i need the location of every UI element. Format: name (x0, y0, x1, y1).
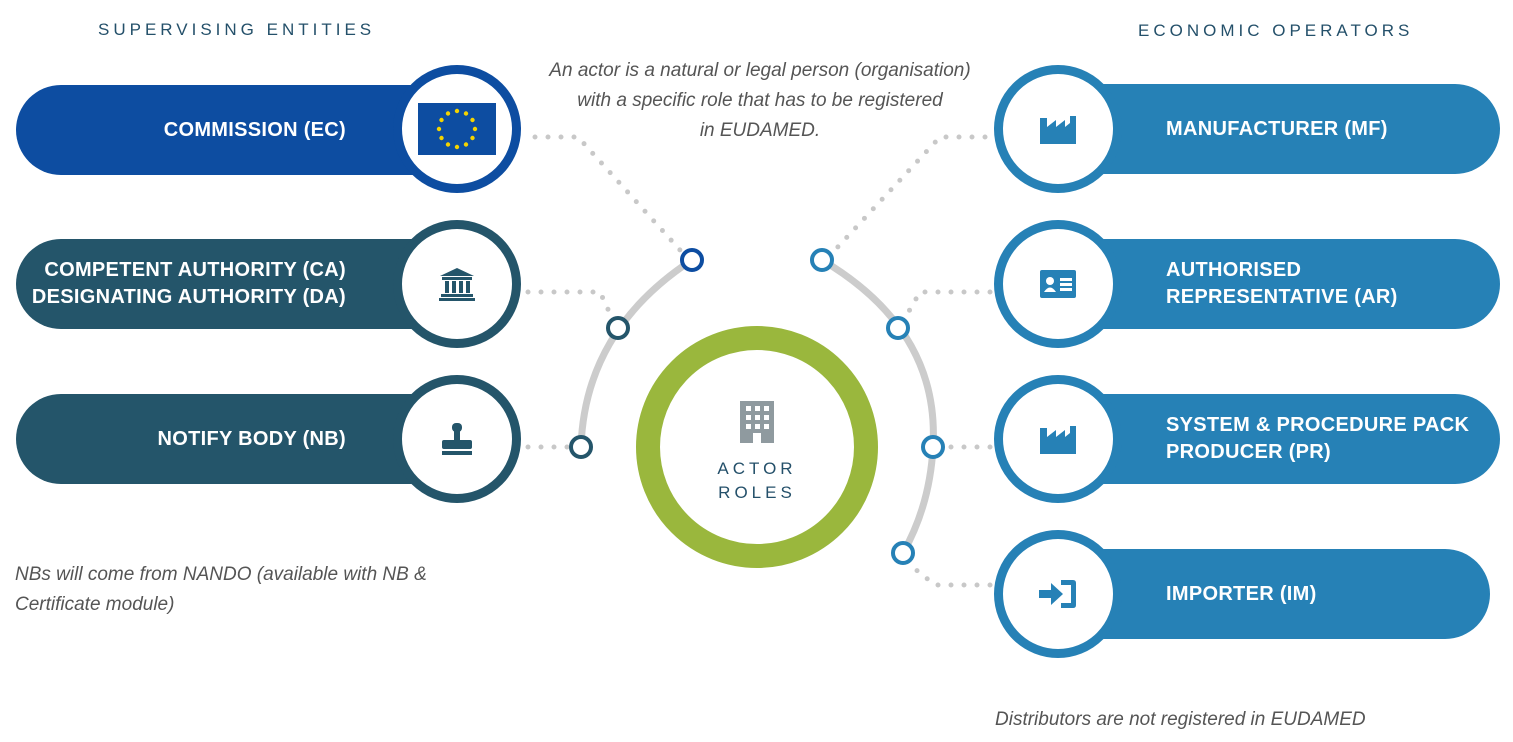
building-icon (740, 401, 774, 443)
authorised-representative-icon-circle (994, 220, 1122, 348)
dotted-connector-authorised-representative (902, 289, 993, 321)
manufacturer-label: MANUFACTURER (MF) (1166, 117, 1388, 140)
node-pack-producer (921, 435, 945, 459)
node-importer (891, 541, 915, 565)
right-arc (818, 256, 937, 557)
dotted-connector-importer (907, 562, 993, 588)
left-arc (577, 256, 696, 451)
pack-producer-icon-circle (994, 375, 1122, 503)
dotted-connector-manufacturer (832, 134, 988, 253)
id-card-icon (1040, 270, 1076, 298)
representative-label: REPRESENTATIVE (AR) (1166, 286, 1398, 308)
actor-definition-note: An actor is a natural or legal person (o… (510, 56, 1010, 146)
eu-flag-icon (418, 103, 496, 155)
competent-authority-label: COMPETENT AUTHORITY (CA) (44, 259, 346, 281)
authorised-label: AUTHORISED (1166, 259, 1302, 281)
importer-label: IMPORTER (IM) (1166, 582, 1317, 605)
importer-icon-circle (994, 530, 1122, 658)
pack-producer-label-line-2: PRODUCER (PR) (1166, 441, 1332, 463)
notify-body-icon-circle (393, 375, 521, 503)
node-competent-authority (606, 316, 630, 340)
import-icon (1039, 580, 1076, 608)
actor-definition-line-2: with a specific role that has to be regi… (577, 90, 943, 111)
actor-roles-line-2: ROLES (718, 483, 796, 502)
supervising-entities-heading: SUPERVISING ENTITIES (98, 20, 376, 39)
dotted-connector-commission (532, 134, 683, 253)
economic-operators-heading: ECONOMIC OPERATORS (1138, 21, 1414, 40)
nando-note-line-1: NBs will come from NANDO (available with… (15, 564, 427, 585)
manufacturer-icon-circle (994, 65, 1122, 193)
actor-definition-line-1: An actor is a natural or legal person (o… (549, 60, 971, 81)
node-manufacturer (810, 248, 834, 272)
distributors-note: Distributors are not registered in EUDAM… (995, 709, 1366, 730)
node-commission (680, 248, 704, 272)
node-notify-body (569, 435, 593, 459)
nando-note: NBs will come from NANDO (available with… (15, 560, 495, 620)
institution-icon (439, 268, 475, 301)
factory-icon (1040, 116, 1076, 144)
stamp-icon (442, 423, 472, 455)
actor-roles-ring (636, 326, 878, 568)
actor-roles-line-1: ACTOR (717, 459, 797, 478)
nando-note-line-2: Certificate module) (15, 594, 175, 615)
factory-icon (1040, 426, 1076, 454)
notify-body-label: NOTIFY BODY (NB) (157, 427, 346, 450)
commission-icon-circle (393, 65, 521, 193)
dotted-connector-competent-authority (525, 289, 615, 321)
node-authorised-representative (886, 316, 910, 340)
designating-authority-label: DESIGNATING AUTHORITY (DA) (31, 286, 346, 308)
actor-definition-line-3: in EUDAMED. (699, 120, 821, 141)
actor-roles-label: ACTOR ROLES (636, 457, 878, 505)
commission-label: COMMISSION (EC) (163, 118, 346, 141)
competent-authority-icon-circle (393, 220, 521, 348)
pack-producer-label-line-1: SYSTEM & PROCEDURE PACK (1166, 414, 1470, 436)
